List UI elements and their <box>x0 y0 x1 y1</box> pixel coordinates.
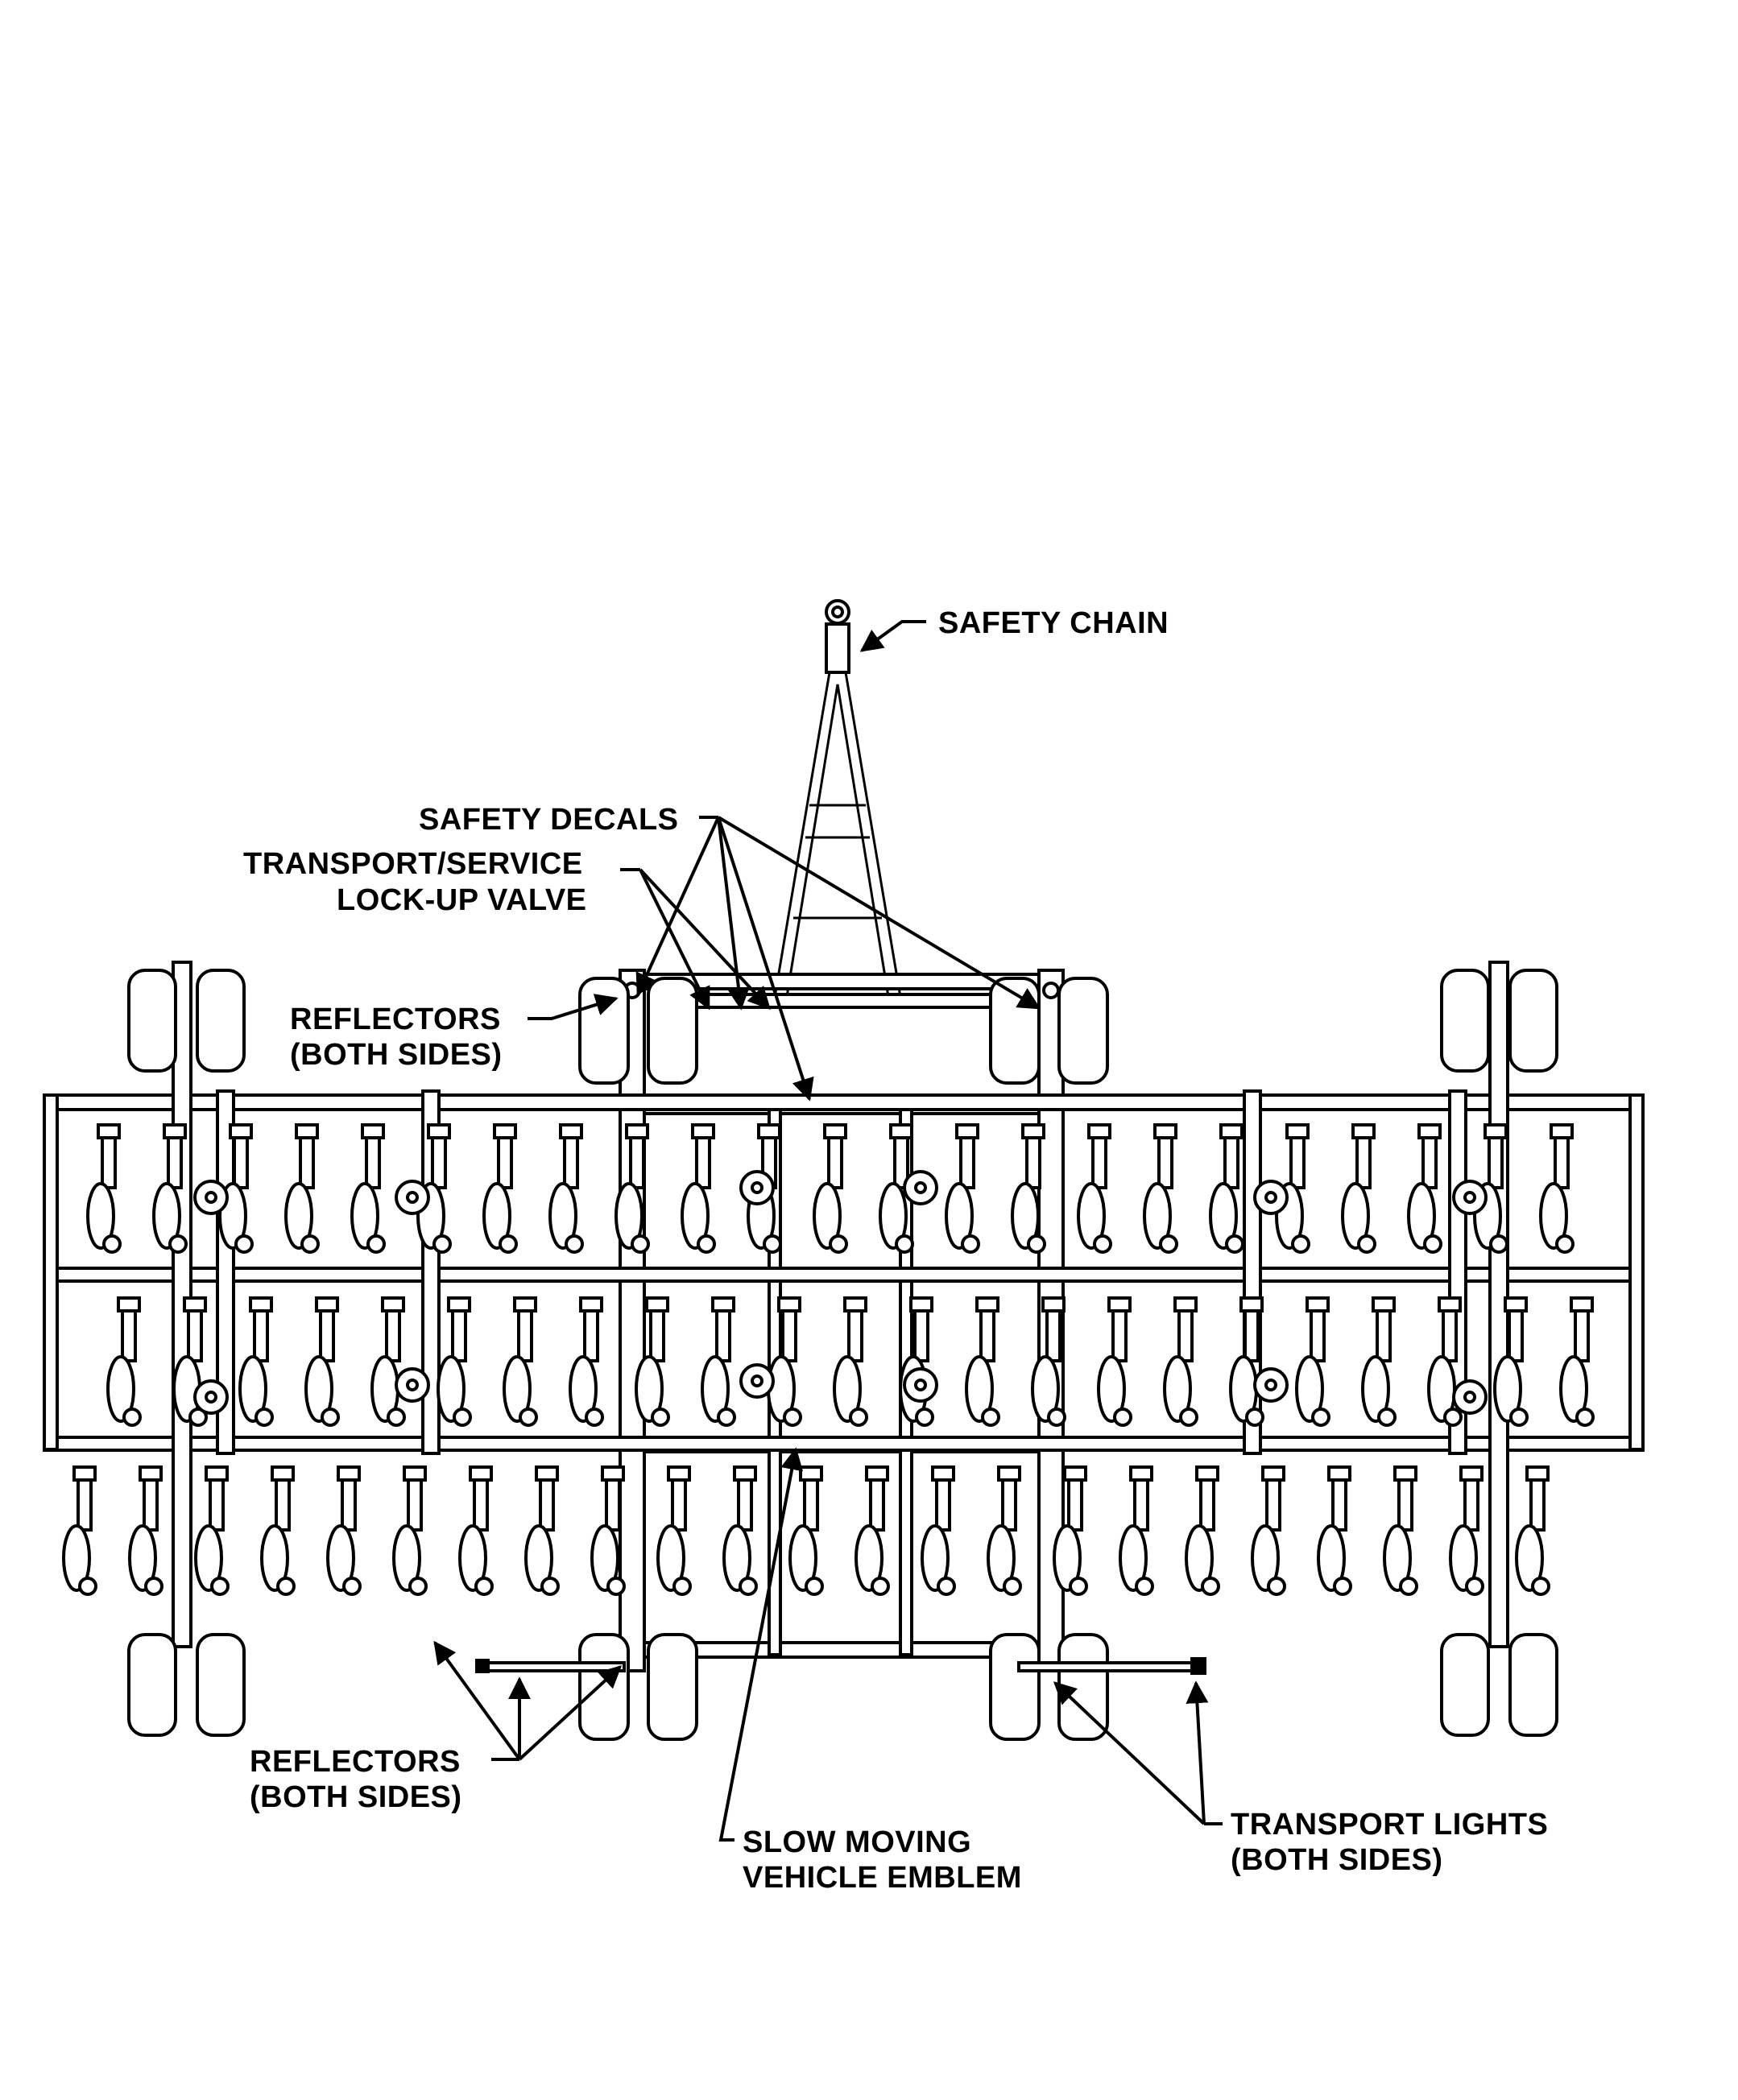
row-unit <box>392 1465 428 1596</box>
label-reflectors-top-line2: (BOTH SIDES) <box>290 1038 503 1072</box>
row-unit <box>767 1296 802 1427</box>
row-unit <box>590 1465 626 1596</box>
row-unit <box>921 1465 956 1596</box>
leader-safety-decal-4 <box>717 816 1041 1010</box>
callouts: SAFETY CHAIN SAFETY DECALS TRANSPORT/SER… <box>243 606 1548 1895</box>
row-unit <box>62 1465 97 1596</box>
row-unit <box>1119 1465 1154 1596</box>
leader-lockup-valve-1 <box>639 869 710 1011</box>
leader-transport-lights-2 <box>1053 1681 1206 1825</box>
label-reflectors-top-line1: REFLECTORS <box>290 1002 501 1036</box>
row-unit <box>701 1296 736 1427</box>
row-unit <box>1031 1296 1066 1427</box>
row-unit <box>945 1123 980 1254</box>
row-unit <box>548 1123 584 1254</box>
row-unit <box>1515 1465 1550 1596</box>
row-unit <box>656 1465 692 1596</box>
leader-reflectors-bottom-3 <box>518 1665 623 1761</box>
row-unit <box>1473 1123 1508 1254</box>
row-unit <box>813 1123 848 1254</box>
label-smv-line1: SLOW MOVING <box>743 1825 971 1859</box>
rear-wheels <box>127 1633 1558 1741</box>
row-unit <box>458 1465 494 1596</box>
row-unit <box>194 1465 230 1596</box>
label-lockup-valve-line1: TRANSPORT/SERVICE <box>243 847 583 881</box>
row-unit <box>284 1123 320 1254</box>
row-unit <box>86 1123 122 1254</box>
hub-assemblies <box>193 1170 1488 1415</box>
row-unit <box>304 1296 340 1427</box>
row-unit <box>128 1465 163 1596</box>
row-unit <box>1077 1123 1112 1254</box>
row-unit <box>635 1296 670 1427</box>
leader-safety-decal-1 <box>635 816 720 997</box>
row-units <box>62 1123 1595 1596</box>
row-unit <box>681 1123 716 1254</box>
row-unit <box>1341 1123 1376 1254</box>
row-unit <box>1449 1465 1484 1596</box>
row-unit <box>1383 1465 1418 1596</box>
row-unit <box>524 1465 560 1596</box>
row-unit <box>1185 1465 1220 1596</box>
label-reflectors-bottom-line1: REFLECTORS <box>250 1745 461 1779</box>
row-unit <box>1407 1123 1442 1254</box>
row-unit <box>152 1123 188 1254</box>
row-unit <box>1251 1465 1286 1596</box>
machine-drawing <box>43 599 1645 1741</box>
row-unit <box>1011 1123 1046 1254</box>
label-safety-decals: SAFETY DECALS <box>419 803 679 837</box>
leader-safety-decal-2 <box>717 816 750 1011</box>
leader-smv <box>718 1447 804 1842</box>
row-unit <box>1427 1296 1463 1427</box>
leader-safety-decal-3 <box>717 816 814 1102</box>
row-unit <box>1143 1123 1178 1254</box>
row-unit <box>1097 1296 1132 1427</box>
light-bars <box>475 1657 1206 1675</box>
row-unit <box>238 1296 274 1427</box>
leader-transport-lights-1 <box>1186 1680 1209 1825</box>
row-unit <box>722 1465 758 1596</box>
row-unit <box>1317 1465 1352 1596</box>
row-unit <box>350 1123 386 1254</box>
label-reflectors-bottom-line2: (BOTH SIDES) <box>250 1780 462 1814</box>
row-unit <box>482 1123 518 1254</box>
row-unit <box>1493 1296 1529 1427</box>
row-unit <box>615 1123 650 1254</box>
row-unit <box>833 1296 868 1427</box>
leader-safety-chain <box>859 620 926 652</box>
row-unit <box>879 1123 914 1254</box>
leader-reflectors-bottom-1 <box>433 1640 521 1761</box>
row-unit <box>788 1465 824 1596</box>
row-unit <box>1209 1123 1244 1254</box>
hitch-tongue <box>772 599 904 1008</box>
row-unit <box>1295 1296 1330 1427</box>
row-unit <box>1361 1296 1397 1427</box>
row-unit <box>569 1296 604 1427</box>
row-unit <box>370 1296 406 1427</box>
row-unit <box>503 1296 538 1427</box>
row-unit <box>1229 1296 1264 1427</box>
row-unit <box>326 1465 362 1596</box>
row-unit <box>1559 1296 1595 1427</box>
row-unit <box>106 1296 142 1427</box>
row-unit <box>965 1296 1000 1427</box>
label-lockup-valve-line2: LOCK-UP VALVE <box>337 883 587 917</box>
label-smv-line2: VEHICLE EMBLEM <box>743 1861 1022 1895</box>
leader-lockup-valve-2 <box>639 868 771 1011</box>
row-unit <box>1053 1465 1088 1596</box>
row-unit <box>987 1465 1022 1596</box>
label-safety-chain: SAFETY CHAIN <box>938 606 1169 640</box>
row-unit <box>172 1296 208 1427</box>
row-unit <box>218 1123 254 1254</box>
row-unit <box>437 1296 472 1427</box>
row-unit <box>1163 1296 1198 1427</box>
label-transport-lights-line2: (BOTH SIDES) <box>1231 1843 1443 1877</box>
row-unit <box>855 1465 890 1596</box>
row-unit <box>1539 1123 1575 1254</box>
leader-reflectors-top <box>528 994 619 1020</box>
label-transport-lights-line1: TRANSPORT LIGHTS <box>1231 1808 1548 1842</box>
row-unit <box>260 1465 296 1596</box>
